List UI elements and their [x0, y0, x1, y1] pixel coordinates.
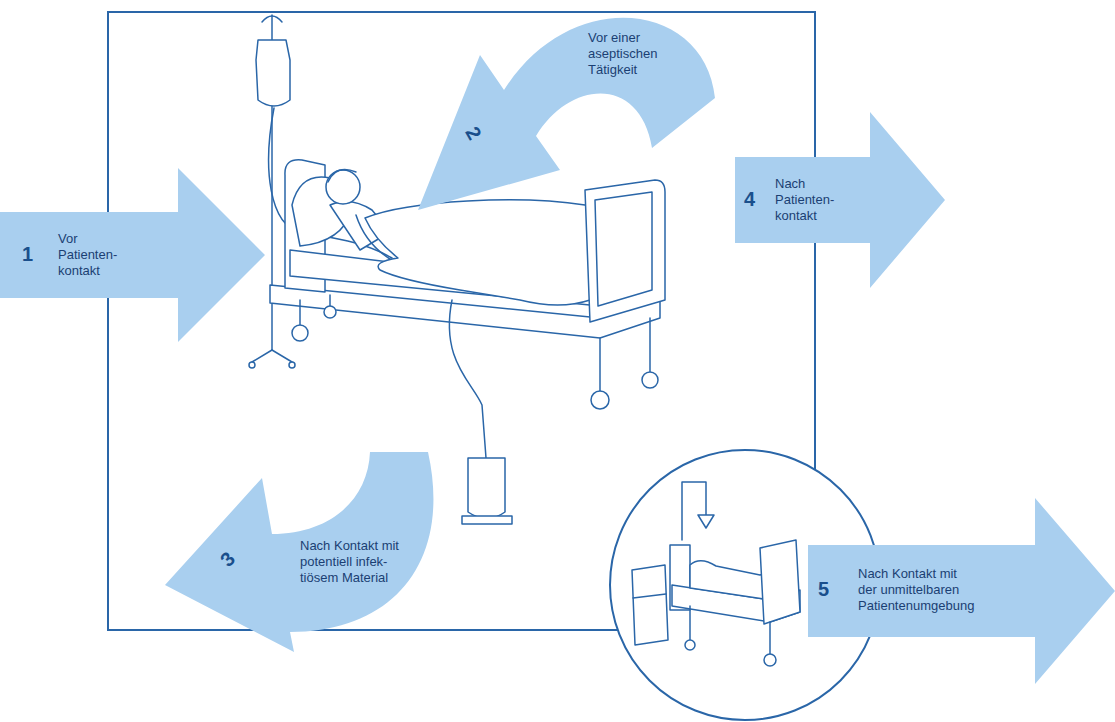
bed-wheel — [324, 306, 336, 318]
iv-wheel — [249, 362, 255, 368]
moment-arrow: 2Vor einer aseptischen Tätigkeit — [410, 5, 720, 215]
bed-wheel — [591, 391, 609, 409]
arrow-fill — [418, 18, 715, 210]
patient-head — [326, 170, 360, 204]
callout-number: 1 — [22, 243, 33, 265]
arrow-shape — [735, 110, 947, 290]
iv-hook — [262, 16, 282, 22]
iv-leg — [252, 350, 272, 362]
footboard-panel — [595, 192, 652, 306]
arrow-fill — [165, 452, 433, 652]
moment-arrow: 3Nach Kontakt mit potentiell infek- tiös… — [160, 445, 460, 657]
iv-bag — [256, 40, 290, 106]
callout-number: 5 — [818, 578, 829, 600]
bed-wheel — [292, 325, 308, 341]
arrow-fill — [735, 112, 945, 288]
inset-footboard — [760, 540, 800, 624]
iv-wheel — [289, 362, 295, 368]
inset-wheel — [685, 640, 695, 650]
bed-leg — [599, 338, 601, 391]
arrow-label: Vor einer aseptischen Tätigkeit — [588, 30, 664, 78]
bed-leg — [649, 318, 651, 372]
catheter-tube — [449, 300, 486, 458]
patient-hair — [328, 170, 356, 182]
moment-arrow: 1 Vor Patienten- kontakt — [0, 165, 268, 345]
moment-arrow: 4 Nach Patienten- kontakt — [735, 110, 947, 290]
footboard — [585, 180, 665, 322]
bedside-table — [632, 565, 668, 645]
arrow-fill — [0, 168, 265, 342]
arrow-label: Nach Patienten- kontakt — [775, 176, 847, 224]
arrow-shape — [808, 495, 1115, 687]
arrow-shape — [410, 5, 720, 215]
arrow-fill — [808, 498, 1115, 684]
bed-wheel — [642, 372, 658, 388]
table-drawer — [633, 594, 666, 598]
urine-bag — [468, 458, 505, 519]
bed-leg — [329, 295, 331, 306]
lamp-shade — [698, 515, 714, 528]
bag-holder — [462, 516, 512, 524]
inset-leg — [689, 606, 691, 640]
iv-leg — [272, 350, 292, 362]
callout-number: 4 — [744, 188, 755, 210]
lamp-arm — [682, 482, 706, 540]
inset-wheel — [764, 654, 776, 666]
inset-leg — [769, 622, 771, 655]
arrow-label: Nach Kontakt mit potentiell infek- tiöse… — [300, 538, 406, 586]
arrow-shape — [0, 165, 268, 345]
moment-arrow: 5 Nach Kontakt mit der unmittelbaren Pati… — [808, 495, 1115, 687]
bed-leg — [299, 300, 301, 326]
arrow-label: Vor Patienten- kontakt — [58, 231, 130, 279]
arrow-label: Nach Kontakt mit der unmittelbaren Patie… — [858, 566, 977, 614]
